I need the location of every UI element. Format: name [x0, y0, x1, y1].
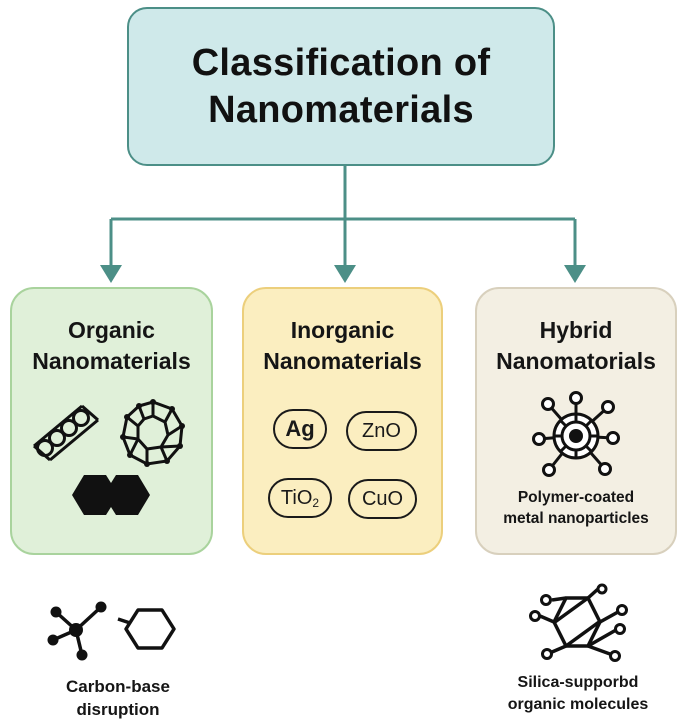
hybrid-caption: Polymer-coated metal nanoparticles	[503, 489, 649, 528]
fullerene-icon	[120, 399, 185, 467]
molecule-branch-icon	[47, 601, 107, 661]
chip-zinc-oxide-label: ZnO	[362, 419, 401, 442]
category-organic: Organic Nanomaterials	[10, 287, 213, 555]
carbon-caption: Carbon-base disruption	[66, 677, 170, 720]
chip-silver-label: Ag	[285, 416, 315, 441]
root-title: Classification of Nanomaterials	[191, 42, 491, 131]
arrowhead-hybrid	[564, 265, 586, 283]
chip-copper-oxide-label: CuO	[361, 487, 404, 510]
arrowhead-organic	[100, 265, 122, 283]
category-hybrid-title: Hybrid Nanomatorials	[496, 317, 656, 375]
graphene-sheet-icon	[72, 475, 150, 515]
chip-titanium-dioxide-subscript: 2	[312, 496, 320, 510]
chip-copper-oxide: CuO	[348, 479, 417, 519]
cyclohexane-ring-icon	[117, 608, 176, 650]
arrowhead-inorganic	[334, 265, 356, 283]
chip-titanium-dioxide-label: TiO	[280, 486, 313, 509]
chip-zinc-oxide: ZnO	[346, 411, 417, 451]
root-node: Classification of Nanomaterials	[127, 7, 555, 166]
category-organic-title: Organic Nanomaterials	[32, 317, 191, 375]
chip-silver: Ag	[273, 409, 327, 449]
carbon-nanotube-icon	[33, 404, 99, 462]
category-inorganic-title: Inorganic Nanomaterials	[263, 317, 422, 375]
silica-molecule-icon	[529, 583, 628, 662]
silica-caption: Silica-supporbd organic molecules	[507, 674, 649, 714]
hybrid-nanoparticle-icon	[532, 391, 620, 477]
